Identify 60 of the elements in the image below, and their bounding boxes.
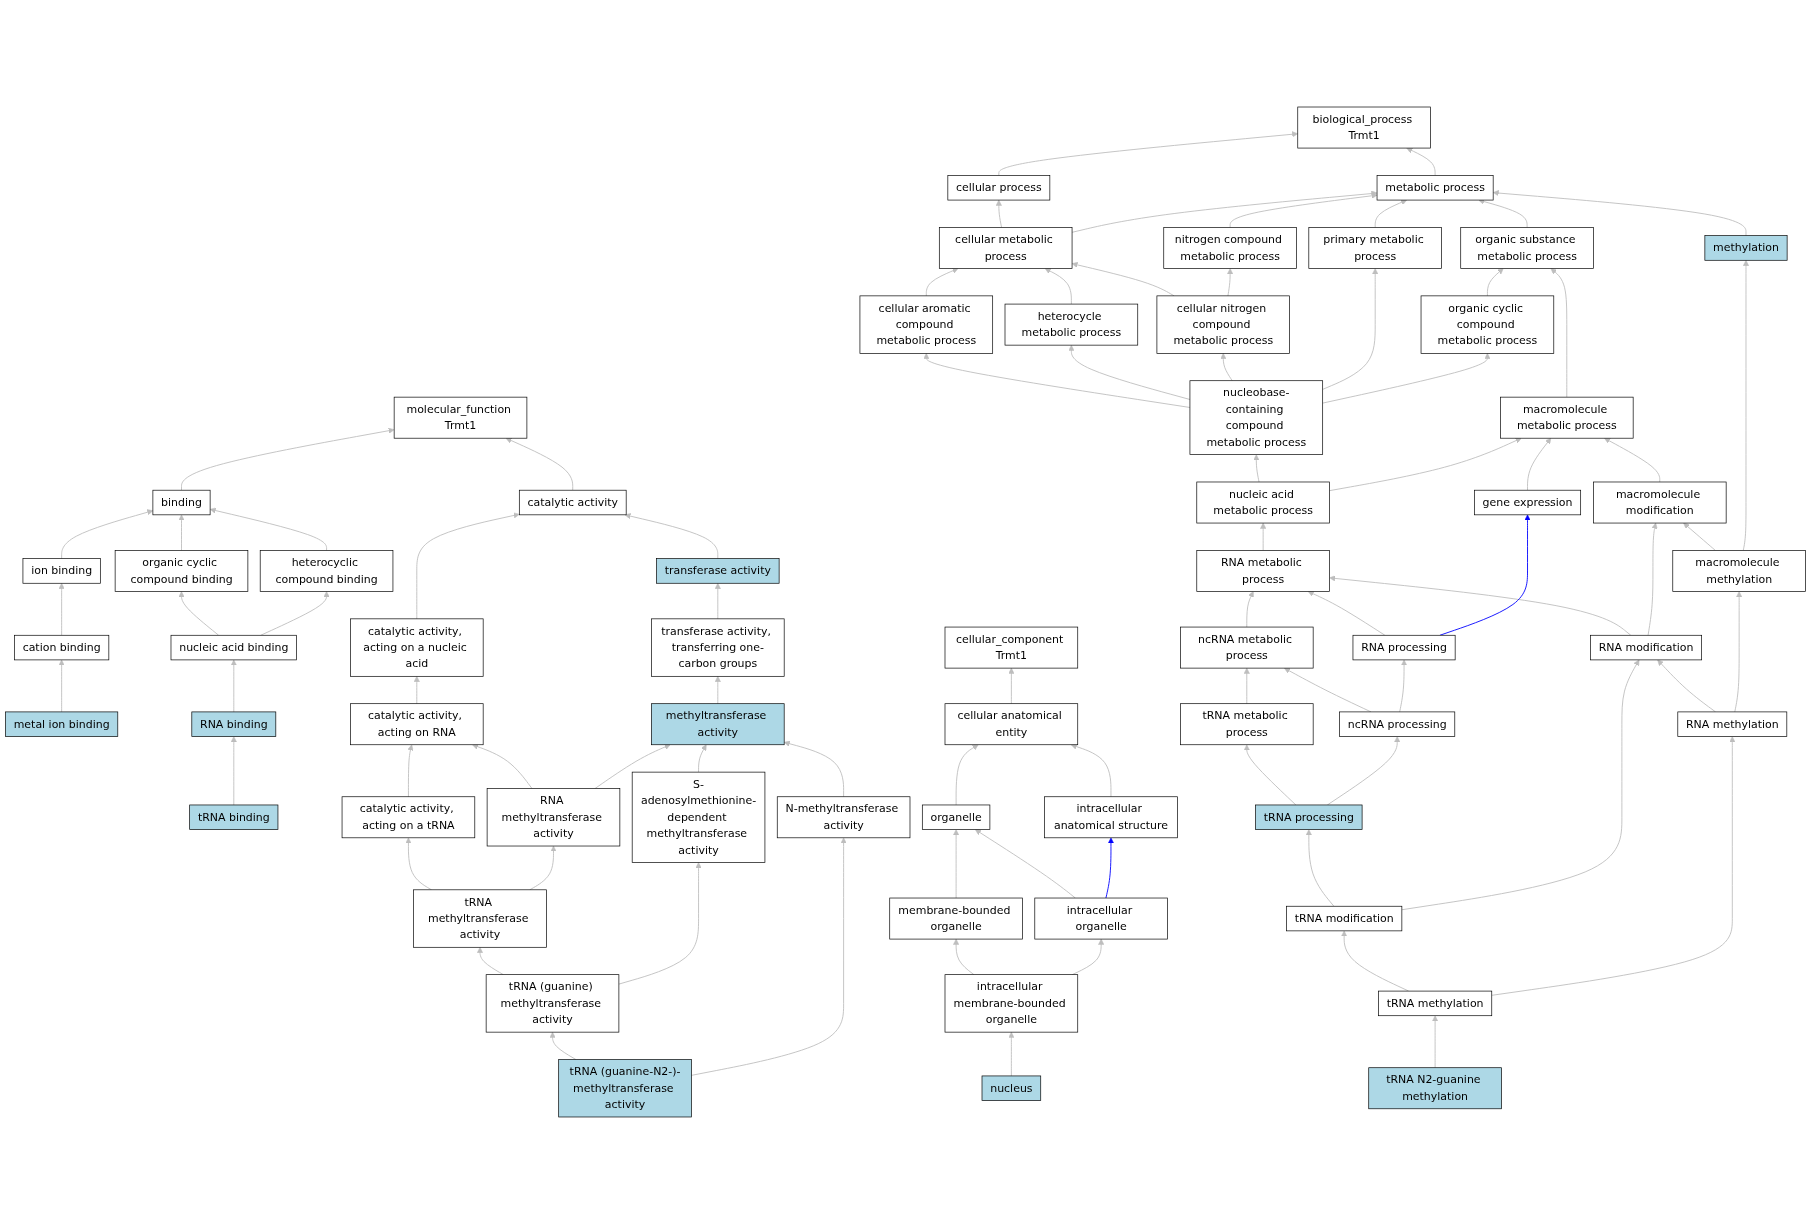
node-box: tRNA modification [1286,905,1403,932]
node-box: binding [152,489,211,516]
node-box: tRNA (guanine) methyltransferase activity [485,974,620,1033]
node-box: intracellular anatomical structure [1044,796,1178,839]
node-box: nucleobase-containing compound metabolic process [1189,380,1324,455]
node-box: catalytic activity, acting on a nucleic acid [350,618,484,677]
node-box: tRNA methylation [1378,990,1493,1017]
node-box: catalytic activity [518,489,627,516]
node-box: cellular process [947,175,1051,201]
node-box: tRNA processing [1255,804,1363,830]
node-box: RNA modification [1590,634,1702,661]
node-box: RNA binding [191,711,277,737]
node-box: organic cyclic compound binding [114,550,249,592]
node-box: transferase activity [656,558,780,584]
node-box: metal ion binding [5,711,119,737]
node-box: intracellular membrane-bounded organelle [944,974,1079,1033]
node-box: methyltransferase activity [651,703,785,746]
node-box: cellular aromatic compound metabolic process [859,295,993,354]
node-box: tRNA binding [189,804,279,830]
node-box: nucleic acid binding [170,634,297,661]
node-box: cellular anatomical entity [944,703,1079,746]
node-box: tRNA methyltransferase activity [413,889,547,948]
node-box: RNA methylation [1677,711,1788,737]
node-box: cellular metabolic process [938,227,1073,269]
node-box: ncRNA metabolic process [1180,626,1314,669]
node-box: metabolic process [1376,175,1494,201]
node-box: molecular_function Trmt1 [393,396,528,439]
node-box: biological_process Trmt1 [1297,106,1431,149]
node-box: cellular_component Trmt1 [944,626,1079,669]
node-box: macromolecule methylation [1672,550,1806,592]
node-box: ion binding [22,558,101,584]
node-box: ncRNA processing [1339,711,1456,737]
node-box: RNA methyltransferase activity [486,788,621,847]
node-box: methylation [1704,235,1788,261]
node-box: tRNA N2-guanine methylation [1368,1067,1502,1110]
node-box: gene expression [1474,489,1581,516]
node-box: RNA metabolic process [1196,550,1330,592]
node-box: macromolecule modification [1593,481,1727,524]
node-box: organelle [921,804,991,830]
node-box: catalytic activity, acting on a tRNA [341,796,476,839]
node-box: macromolecule metabolic process [1500,396,1634,439]
node-box: tRNA metabolic process [1180,703,1314,746]
node-box: intracellular organelle [1034,897,1168,940]
node-box: membrane-bounded organelle [889,897,1023,940]
node-box: S-adenosylmethionine-dependent methyltransferase activity [631,771,766,863]
node-box: N-methyltransferase activity [776,796,911,839]
node-box: tRNA (guanine-N2-)-methyltransferase activity [558,1059,692,1118]
node-box: RNA processing [1352,634,1456,661]
node-box: nitrogen compound metabolic process [1163,227,1297,269]
node-box: heterocyclic compound binding [259,550,394,592]
node-box: cellular nitrogen compound metabolic process [1156,295,1290,354]
node-box: organic cyclic compound metabolic process [1420,295,1555,354]
node-box: transferase activity, transferring one-carbon groups [651,618,785,677]
node-box: nucleus [981,1075,1042,1101]
node-box: nucleic acid metabolic process [1196,481,1330,524]
node-box: heterocycle metabolic process [1004,303,1139,346]
node-box: cation binding [14,634,110,661]
node-box: organic substance metabolic process [1460,227,1594,269]
node-box: primary metabolic process [1308,227,1442,269]
node-box: catalytic activity, acting on RNA [350,703,484,746]
